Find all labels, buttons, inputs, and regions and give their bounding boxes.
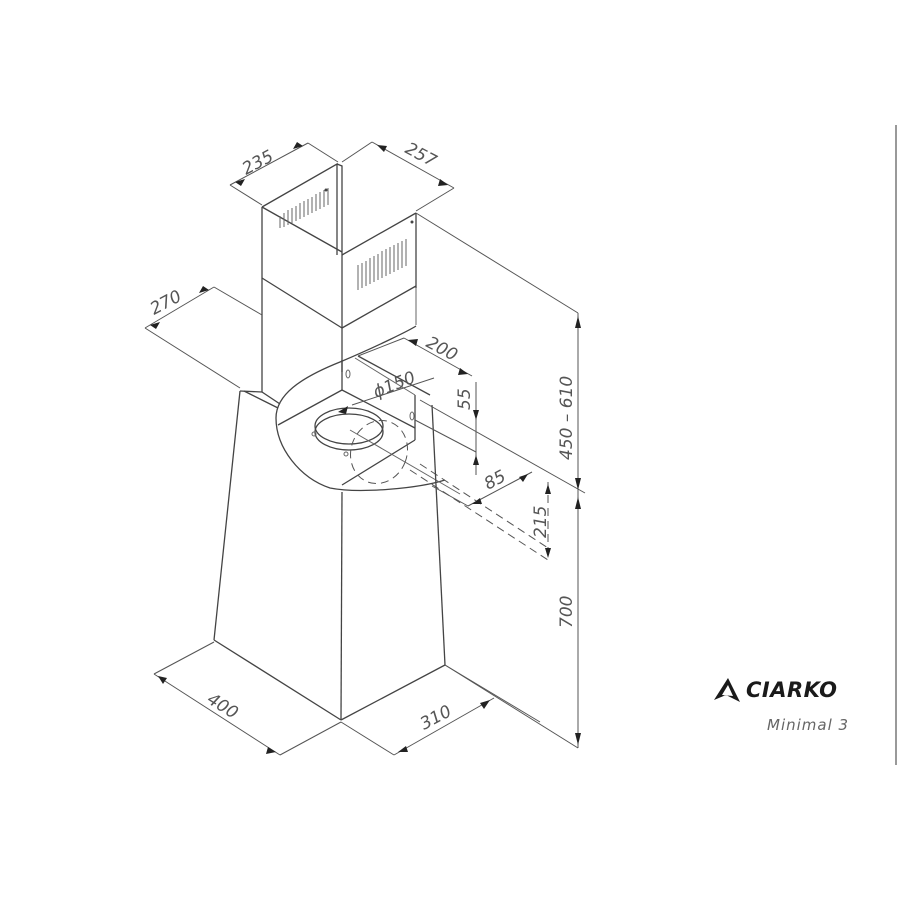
hood-body — [213, 390, 446, 721]
dim-phi150: ϕ150 — [370, 368, 418, 403]
ciarko-logo-icon — [714, 678, 740, 702]
dim-215: 215 — [531, 506, 551, 538]
dim-257: 257 — [402, 139, 440, 172]
dim-310: 310 — [417, 702, 455, 735]
brand-logo: CIARKO — [712, 676, 837, 704]
dim-270: 270 — [147, 287, 185, 320]
chimney-upper — [261, 162, 417, 328]
brand-name: CIARKO — [746, 678, 838, 702]
dimension-lines — [144, 141, 586, 756]
dim-700: 700 — [557, 596, 577, 628]
model-name: Minimal 3 — [767, 716, 850, 734]
dim-450-610: 450 – 610 — [557, 376, 577, 460]
mounting-plate — [275, 325, 549, 561]
dim-85: 85 — [481, 467, 509, 495]
dim-235: 235 — [239, 147, 277, 180]
dim-55: 55 — [455, 388, 475, 410]
chimney-lower — [261, 277, 417, 392]
dim-200: 200 — [423, 333, 461, 366]
